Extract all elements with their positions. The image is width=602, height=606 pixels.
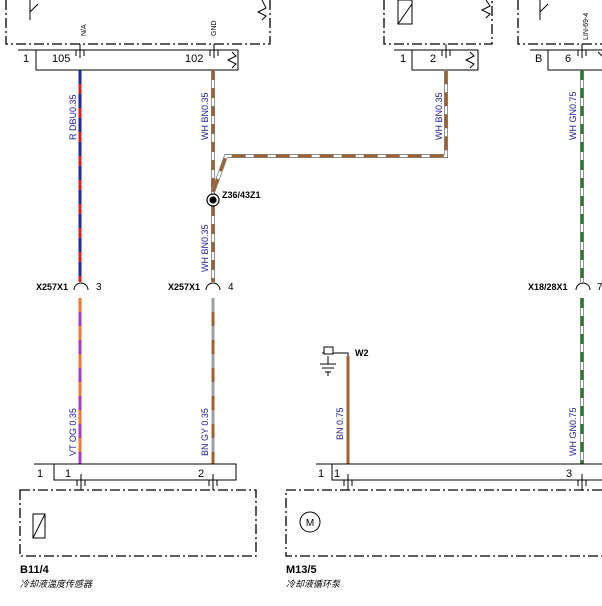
pin-signal-lin: LIN-69-4 bbox=[583, 13, 590, 40]
pin-terminal-icon bbox=[76, 474, 86, 490]
connector-arc-icon bbox=[205, 282, 221, 291]
resistor-icon bbox=[464, 51, 475, 69]
pin-number-1: 1 bbox=[65, 468, 71, 480]
connector-name: X18/28X1 bbox=[528, 282, 568, 292]
pin-terminal-icon bbox=[208, 474, 218, 490]
wire-label-wh-gn-top: WH GN0.75 bbox=[568, 91, 578, 140]
connector-arc-icon bbox=[575, 282, 591, 291]
resistor-icon bbox=[256, 0, 267, 21]
motor-icon bbox=[299, 511, 321, 533]
pin-terminal-icon bbox=[577, 44, 587, 58]
component-description: 冷却液循环泵 bbox=[286, 579, 341, 589]
pin-terminal-icon bbox=[343, 474, 353, 490]
wire-wh-bn-cross bbox=[211, 70, 448, 193]
wire-wh-bn-cross-base bbox=[211, 70, 448, 193]
pin-terminal-icon bbox=[577, 474, 587, 490]
component-m13-5: M M13/5 冷却液循环泵 bbox=[285, 489, 602, 589]
pin-number-105: 105 bbox=[52, 53, 70, 65]
wire-wh-bn-cross-outline bbox=[211, 70, 448, 193]
motor-symbol-letter: M bbox=[306, 518, 314, 529]
splice-dot-icon bbox=[209, 196, 217, 204]
connector-arc-icon bbox=[73, 282, 89, 291]
temperature-sensor-icon bbox=[32, 513, 46, 539]
wire-label-wh-bn-top: WH BN0.35 bbox=[200, 92, 210, 140]
wire-label-wh-bn-lower: WH BN0.35 bbox=[200, 224, 210, 272]
splice-point: Z36/43Z1 bbox=[206, 190, 261, 207]
pin-terminal-icon bbox=[441, 44, 451, 58]
wire-layer bbox=[78, 70, 584, 464]
wire-labels: R DBU0.35 WH BN0.35 WH BN0.35 WH GN0.75 … bbox=[68, 91, 578, 456]
component-description: 冷却液温度传感器 bbox=[20, 579, 93, 589]
component-code: M13/5 bbox=[286, 564, 317, 576]
ground-label: W2 bbox=[355, 348, 369, 358]
resistor-icon bbox=[226, 51, 237, 69]
connector-x18-28x1-7: X18/28X1 7 bbox=[528, 282, 602, 293]
transistor-symbol bbox=[539, 0, 549, 20]
transistor-symbol bbox=[29, 0, 39, 20]
pin-terminal-icon bbox=[75, 44, 85, 58]
wire-label-bn: BN 0.75 bbox=[335, 407, 345, 440]
ground-box-icon bbox=[323, 346, 334, 355]
sensor-box-symbol bbox=[397, 0, 413, 25]
connector-pin: 4 bbox=[228, 282, 234, 293]
wire-label-r-dbu: R DBU0.35 bbox=[68, 94, 78, 140]
pin-number-2: 2 bbox=[430, 53, 436, 65]
splice-label: Z36/43Z1 bbox=[222, 190, 261, 200]
pin-box-label: 1 bbox=[400, 53, 406, 65]
connector-name: X257X1 bbox=[36, 282, 68, 292]
connector-pin: 3 bbox=[96, 282, 102, 293]
pin-number-3: 3 bbox=[566, 468, 572, 480]
connector-name: X257X1 bbox=[168, 282, 200, 292]
pin-box-label: B bbox=[535, 53, 542, 65]
resistor-icon bbox=[480, 0, 491, 19]
pin-signal-gnd: GND bbox=[211, 20, 218, 36]
connector-pin: 7 bbox=[597, 282, 602, 293]
wire-label-vt-og: VT OG 0.35 bbox=[68, 408, 78, 456]
ground-icon bbox=[320, 356, 336, 376]
component-code: B11/4 bbox=[20, 564, 50, 576]
connector-x257x1-3: X257X1 3 bbox=[36, 282, 102, 293]
pin-number-1: 1 bbox=[334, 468, 340, 480]
pin-box-label: 1 bbox=[318, 468, 324, 480]
pin-box-label: 1 bbox=[37, 468, 43, 480]
bottom-connector-m13: 1 1 3 bbox=[316, 463, 602, 490]
pin-terminal-icon bbox=[209, 44, 219, 58]
connector-x257x1-4: X257X1 4 bbox=[168, 282, 234, 293]
component-b11-4: B11/4 冷却液温度传感器 bbox=[19, 489, 257, 589]
pin-number-102: 102 bbox=[185, 53, 203, 65]
pin-box-label: 1 bbox=[23, 53, 29, 65]
wire-label-bn-gy: BN GY 0.35 bbox=[200, 408, 210, 456]
top-right-module: B 6 LIN-69-4 bbox=[517, 0, 602, 71]
ground-w2: W2 bbox=[320, 346, 369, 376]
pin-number-2: 2 bbox=[198, 468, 204, 480]
wire-wh-bn-cross-stripe bbox=[211, 70, 448, 193]
pin-number-6: 6 bbox=[565, 53, 571, 65]
wire-label-wh-gn-bottom: WH GN0.75 bbox=[568, 407, 578, 456]
pin-signal-na: N/A bbox=[81, 24, 88, 36]
wire-label-wh-bn-middle: WH BN0.35 bbox=[434, 92, 444, 140]
top-middle-module: 1 2 bbox=[383, 0, 493, 71]
bottom-connector-b11: 1 1 2 bbox=[34, 463, 237, 490]
top-left-module: 1 105 102 N/A GND bbox=[5, 0, 271, 71]
